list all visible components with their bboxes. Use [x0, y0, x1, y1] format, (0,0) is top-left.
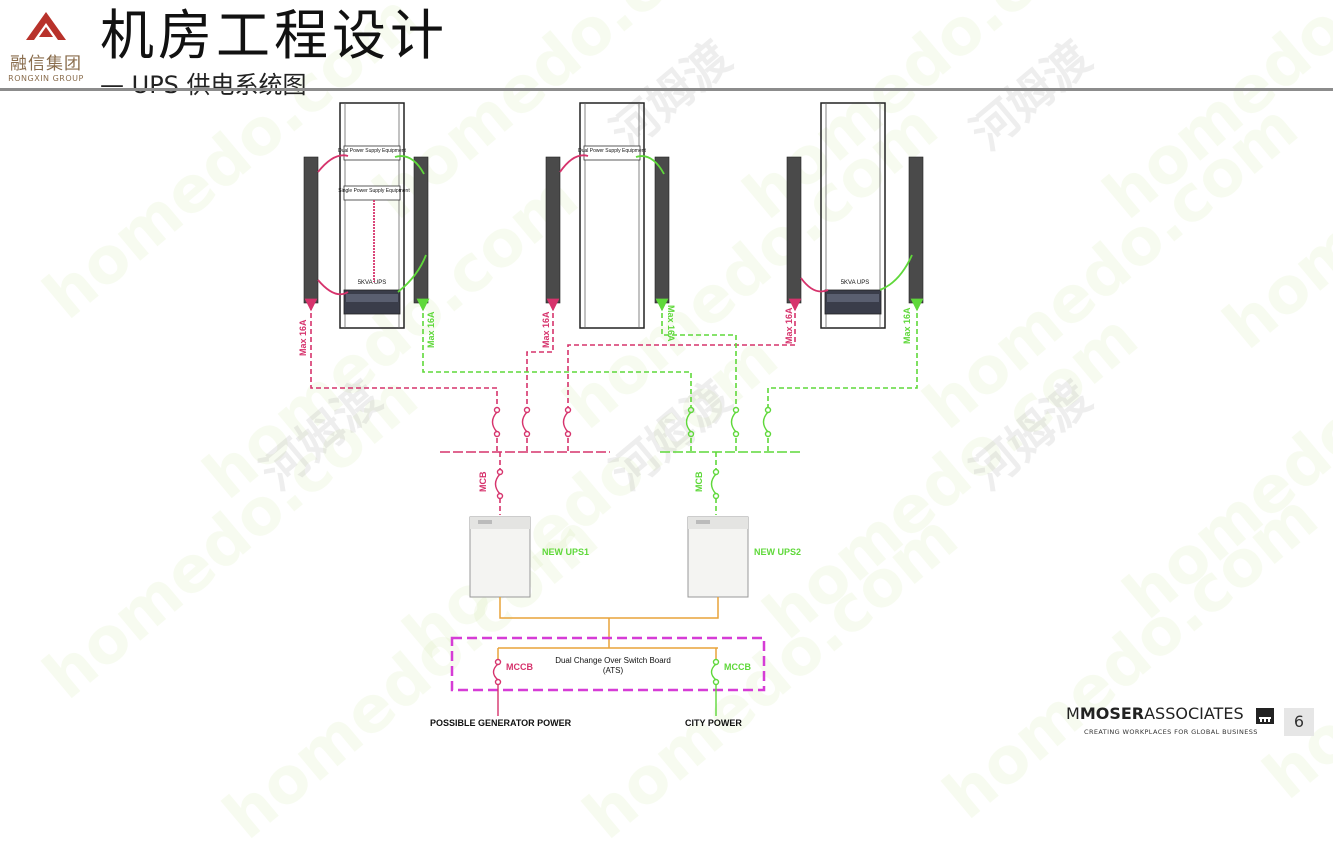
rack1-ups-label: 5KVA UPS [358, 280, 387, 286]
ats-switch-board [450, 636, 766, 692]
rack-2 [579, 102, 645, 329]
pdu-strip [908, 156, 924, 304]
max-16a-label: Max 16A [541, 311, 551, 348]
rongxin-logo-icon [26, 12, 66, 40]
max-16a-label: Max 16A [784, 307, 794, 344]
pdu-strip [413, 156, 429, 304]
mccb-label: MCCB [506, 662, 533, 672]
rack-1 [339, 102, 405, 329]
max-16a-label: Max 16A [426, 311, 436, 348]
logo-name: 融信集团 [10, 54, 82, 74]
rack2-dual-label: Dual Power Supply Equipment [578, 148, 646, 154]
company-logo: 融信集团 RONGXIN GROUP [4, 10, 88, 83]
page-subtitle: — UPS 供电系统图 [100, 71, 307, 99]
pdu-strip [303, 156, 319, 304]
mcb-label: MCB [694, 471, 704, 492]
mccb-label: MCCB [724, 662, 751, 672]
ats-title: Dual Change Over Switch Board [555, 656, 671, 665]
brand-square-icon [1256, 708, 1274, 724]
max-16a-label: Max 16A [666, 305, 676, 342]
pdu-strip [545, 156, 561, 304]
brand-wordmark: MMOSERASSOCIATES [1066, 704, 1244, 723]
max-16a-label: Max 16A [298, 319, 308, 356]
ats-subtitle: (ATS) [603, 666, 624, 675]
ups2-label: NEW UPS2 [754, 547, 801, 557]
ups-power-diagram: Dual Power Supply Equipment Single Power… [298, 102, 924, 728]
generator-power-label: POSSIBLE GENERATOR POWER [430, 718, 572, 728]
page-number: 6 [1284, 708, 1314, 736]
rack-3 [820, 102, 886, 329]
pdu-strip [654, 156, 670, 304]
rack1-single-label: Single Power Supply Equipment [338, 188, 410, 194]
ups1-label: NEW UPS1 [542, 547, 589, 557]
ups2-cabinet [687, 516, 749, 598]
max-16a-label: Max 16A [902, 307, 912, 344]
pdu-strip [786, 156, 802, 304]
header-rule [0, 88, 1333, 91]
rack1-dual-label: Dual Power Supply Equipment [338, 148, 406, 154]
brand-moser: MOSER [1079, 704, 1145, 723]
mcb-label: MCB [478, 471, 488, 492]
ups1-cabinet [469, 516, 531, 598]
logo-subtitle: RONGXIN GROUP [8, 74, 84, 83]
brand-tagline: CREATING WORKPLACES FOR GLOBAL BUSINESS [1084, 728, 1258, 736]
page-title: 机房工程设计 [100, 4, 448, 67]
rack3-ups-label: 5KVA UPS [841, 280, 870, 286]
brand-m: M [1066, 704, 1080, 723]
brand-associates: ASSOCIATES [1144, 704, 1244, 723]
city-power-label: CITY POWER [685, 718, 742, 728]
